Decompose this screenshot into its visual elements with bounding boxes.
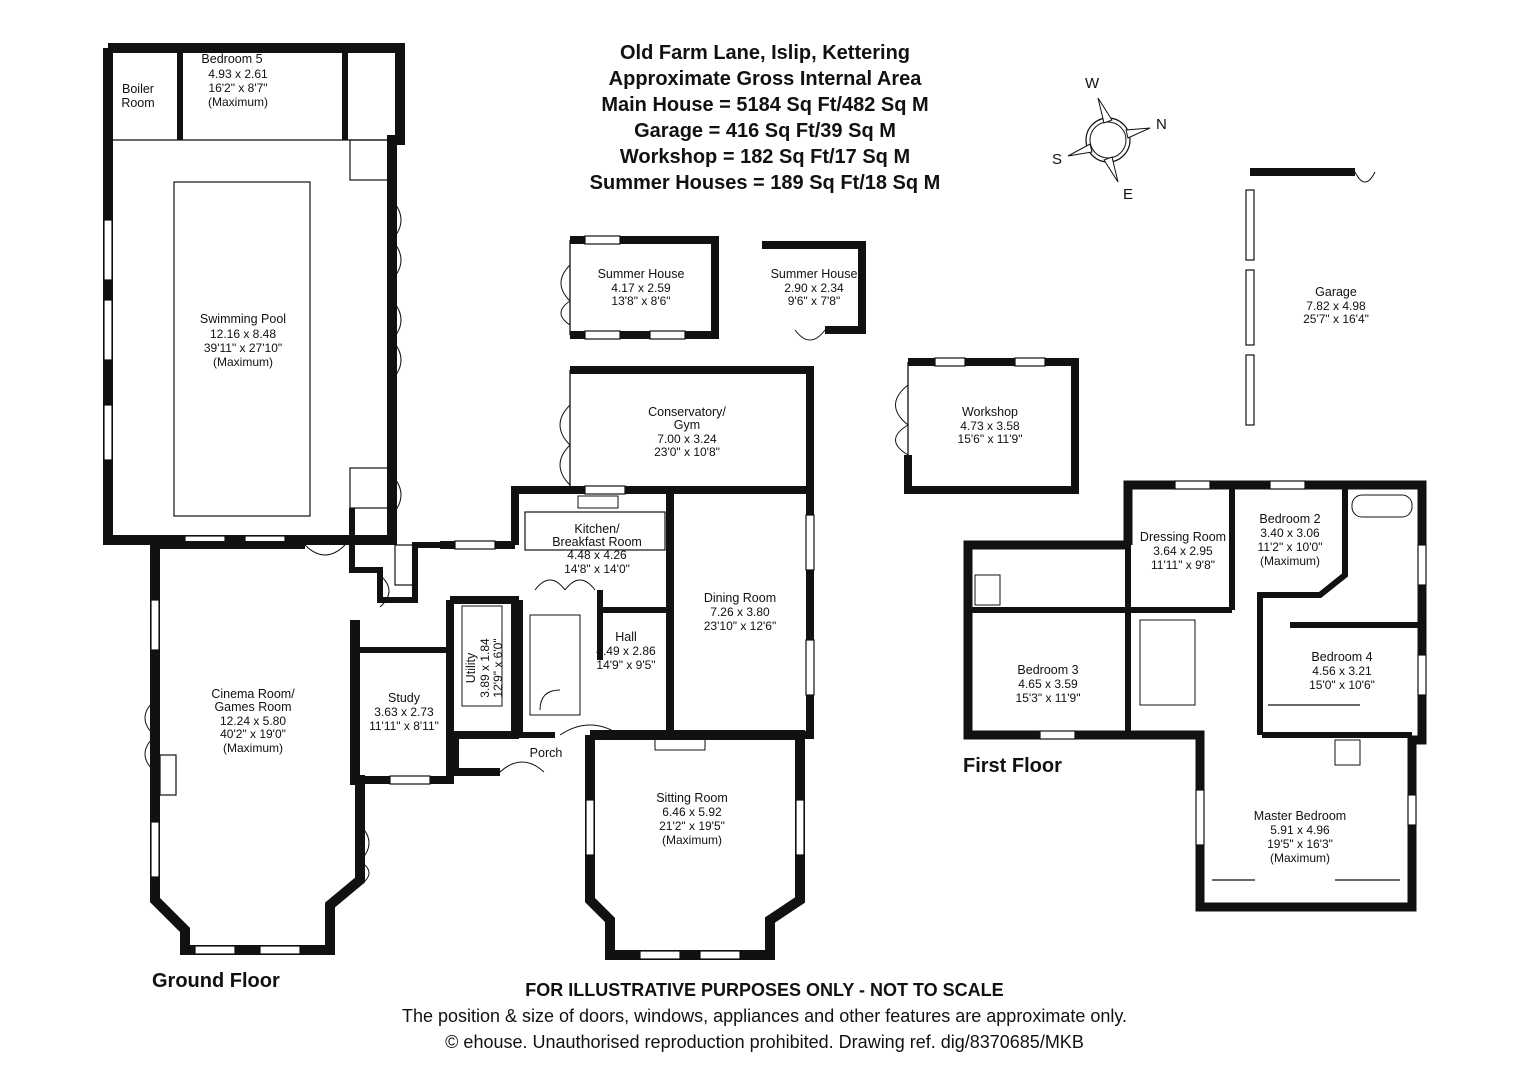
sitting-imperial: 21'2" x 19'5" [659, 819, 725, 833]
area-title: Approximate Gross Internal Area [608, 68, 922, 90]
disclaimer-note: The position & size of doors, windows, a… [401, 1006, 1128, 1026]
garage-area: Garage = 416 Sq Ft/39 Sq M [634, 120, 896, 142]
main-house-area: Main House = 5184 Sq Ft/482 Sq M [601, 94, 929, 116]
ground-floor-plan [103, 43, 1376, 960]
bedroom5-imperial: 16'2" x 8'7" [208, 81, 267, 95]
summer-house-2-imperial: 9'6" x 7'8" [788, 294, 840, 308]
bedroom5-name: Bedroom 5 [201, 52, 262, 66]
bedroom5-note: (Maximum) [208, 95, 268, 109]
sitting-name: Sitting Room [656, 791, 728, 805]
summer-house-1-metric: 4.17 x 2.59 [611, 281, 671, 295]
kitchen-imperial: 14'8" x 14'0" [564, 562, 630, 576]
ground-floor-label: Ground Floor [152, 970, 280, 992]
compass-west-label: W [1085, 75, 1100, 92]
garage-imperial: 25'7" x 16'4" [1303, 312, 1369, 326]
first-floor-plan [963, 480, 1427, 912]
bedroom2-name: Bedroom 2 [1259, 512, 1320, 526]
study-imperial: 11'11" x 8'11" [369, 719, 439, 733]
pool-imperial: 39'11" x 27'10" [204, 341, 282, 355]
summer-house-2-metric: 2.90 x 2.34 [784, 281, 844, 295]
bedroom2-note: (Maximum) [1260, 554, 1320, 568]
hall-name: Hall [615, 630, 637, 644]
bedroom3-imperial: 15'3" x 11'9" [1016, 691, 1081, 705]
cinema-note: (Maximum) [223, 741, 283, 755]
bedroom3-name: Bedroom 3 [1017, 663, 1078, 677]
pool-note: (Maximum) [213, 355, 273, 369]
utility-metric: 3.89 x 1.84 [478, 638, 492, 698]
study-name: Study [388, 691, 421, 705]
hall-metric: 4.49 x 2.86 [596, 644, 656, 658]
compass-north-label: N [1156, 116, 1167, 133]
bedroom2-metric: 3.40 x 3.06 [1260, 526, 1320, 540]
workshop-area: Workshop = 182 Sq Ft/17 Sq M [619, 146, 911, 168]
bedroom5-metric: 4.93 x 2.61 [208, 67, 268, 81]
room-labels: Boiler Room Bedroom 5 4.93 x 2.61 16'2" … [121, 52, 1375, 865]
boiler-room-label: Boiler [122, 82, 154, 96]
study-metric: 3.63 x 2.73 [374, 705, 434, 719]
conservatory-metric: 7.00 x 3.24 [657, 432, 717, 446]
cinema-imperial: 40'2" x 19'0" [220, 727, 286, 741]
dining-imperial: 23'10" x 12'6" [704, 619, 777, 633]
porch-name: Porch [530, 746, 563, 760]
conservatory-name: Conservatory/ [648, 405, 726, 419]
compass-icon [1067, 97, 1151, 183]
utility-name: Utility [464, 652, 478, 683]
workshop-metric: 4.73 x 3.58 [960, 419, 1020, 433]
summer-house-1-imperial: 13'8" x 8'6" [611, 294, 670, 308]
dressing-metric: 3.64 x 2.95 [1153, 544, 1213, 558]
sitting-metric: 6.46 x 5.92 [662, 805, 722, 819]
cinema-name: Cinema Room/ [211, 687, 295, 701]
summer-houses-area: Summer Houses = 189 Sq Ft/18 Sq M [589, 172, 941, 194]
address-title: Old Farm Lane, Islip, Kettering [619, 42, 911, 64]
workshop-name: Workshop [962, 405, 1018, 419]
first-floor-label: First Floor [963, 755, 1062, 777]
master-bedroom-name: Master Bedroom [1254, 809, 1346, 823]
pool-metric: 12.16 x 8.48 [210, 327, 276, 341]
garage-name: Garage [1315, 285, 1357, 299]
master-bedroom-metric: 5.91 x 4.96 [1270, 823, 1330, 837]
sitting-note: (Maximum) [662, 833, 722, 847]
dining-name: Dining Room [704, 591, 776, 605]
copyright: © ehouse. Unauthorised reproduction proh… [445, 1032, 1084, 1052]
summer-house-2-name: Summer House [771, 267, 858, 281]
bedroom4-metric: 4.56 x 3.21 [1312, 664, 1372, 678]
hall-imperial: 14'9" x 9'5" [596, 658, 655, 672]
cinema-name-2: Games Room [214, 700, 291, 714]
bedroom4-imperial: 15'0" x 10'6" [1309, 678, 1375, 692]
master-bedroom-note: (Maximum) [1270, 851, 1330, 865]
conservatory-name-2: Gym [674, 418, 700, 432]
dressing-imperial: 11'11" x 9'8" [1151, 558, 1215, 572]
disclaimer: FOR ILLUSTRATIVE PURPOSES ONLY - NOT TO … [525, 980, 1004, 1000]
utility-imperial: 12'9" x 6'0" [491, 638, 505, 697]
compass-south-label: S [1052, 151, 1063, 168]
kitchen-name: Kitchen/ [574, 522, 620, 536]
dressing-name: Dressing Room [1140, 530, 1226, 544]
conservatory-imperial: 23'0" x 10'8" [654, 445, 720, 459]
boiler-room-label-2: Room [121, 96, 154, 110]
kitchen-name-2: Breakfast Room [552, 535, 642, 549]
summer-house-1-name: Summer House [598, 267, 685, 281]
bedroom3-metric: 4.65 x 3.59 [1018, 677, 1078, 691]
workshop-imperial: 15'6" x 11'9" [958, 432, 1023, 446]
bedroom2-imperial: 11'2" x 10'0" [1258, 540, 1323, 554]
master-bedroom-imperial: 19'5" x 16'3" [1267, 837, 1333, 851]
dining-metric: 7.26 x 3.80 [710, 605, 770, 619]
compass-east-label: E [1123, 186, 1134, 203]
bedroom4-name: Bedroom 4 [1311, 650, 1372, 664]
pool-name: Swimming Pool [200, 312, 286, 326]
cinema-metric: 12.24 x 5.80 [220, 714, 286, 728]
kitchen-metric: 4.48 x 4.26 [567, 548, 627, 562]
garage-metric: 7.82 x 4.98 [1306, 299, 1366, 313]
